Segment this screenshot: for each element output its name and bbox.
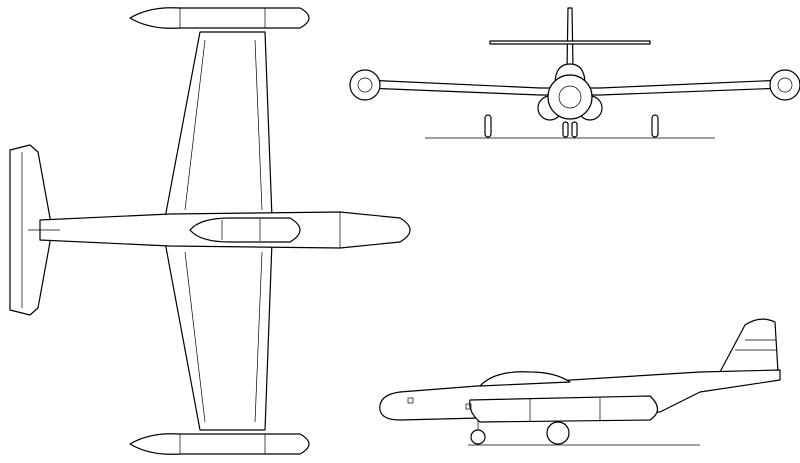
engine-nacelle-side bbox=[469, 395, 659, 423]
right-tip-tank-front bbox=[769, 69, 800, 101]
lower-wing bbox=[164, 241, 273, 431]
fuselage-front bbox=[547, 74, 593, 120]
upper-tip-tank bbox=[129, 7, 310, 29]
nose-wheel-side bbox=[470, 429, 486, 445]
upper-wing bbox=[164, 31, 273, 219]
vertical-fin-side bbox=[719, 318, 779, 373]
side-view bbox=[379, 318, 781, 446]
front-view bbox=[349, 7, 800, 139]
right-gear-front bbox=[651, 114, 659, 138]
top-view bbox=[9, 7, 411, 455]
lower-tip-tank bbox=[129, 433, 310, 455]
main-wheel-side bbox=[546, 421, 570, 445]
canopy-top bbox=[189, 217, 301, 243]
vertical-fin-front bbox=[566, 7, 574, 71]
canopy-side bbox=[479, 371, 571, 387]
tailplane-front bbox=[489, 40, 651, 45]
left-gear-front bbox=[484, 114, 492, 138]
left-tip-tank-front bbox=[349, 69, 381, 101]
nose-gear-front bbox=[562, 121, 569, 138]
